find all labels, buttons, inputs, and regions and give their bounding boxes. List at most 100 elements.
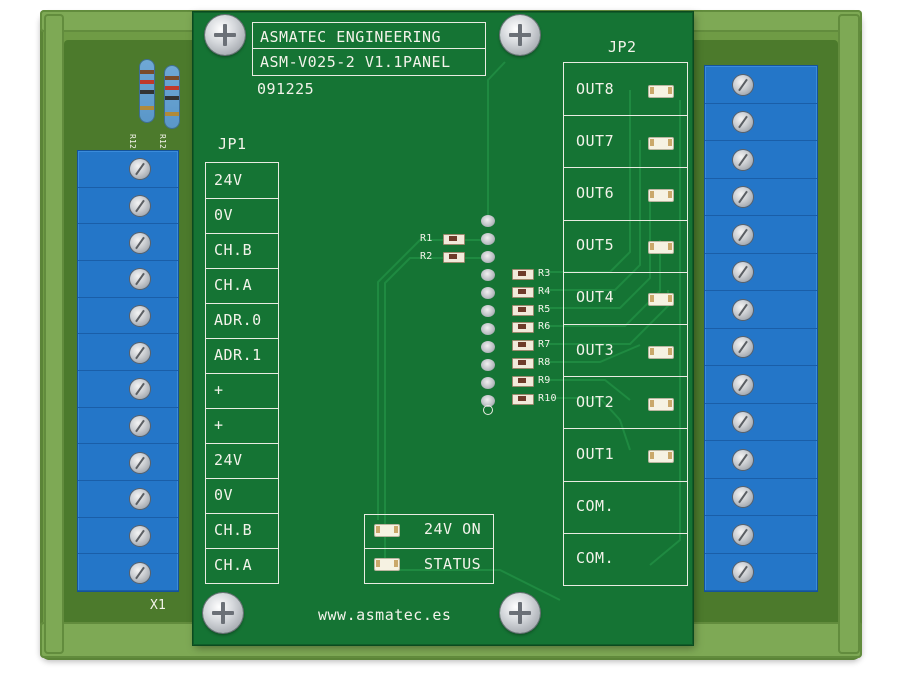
terminal-screw[interactable] <box>130 525 150 546</box>
axial-label-1: R12 <box>128 134 137 150</box>
jp2-pin-label: OUT4 <box>576 288 615 307</box>
jp1-row-divider <box>206 443 278 444</box>
terminal-screw[interactable] <box>733 224 753 245</box>
terminal-screw[interactable] <box>733 562 753 583</box>
jp2-pin-label: OUT2 <box>576 392 615 411</box>
pin-header-pin <box>481 395 495 407</box>
terminal-left-cell <box>78 371 178 408</box>
terminal-screw[interactable] <box>130 452 150 473</box>
terminal-screw[interactable] <box>733 299 753 320</box>
pin-header-pin <box>481 233 495 245</box>
terminal-screw[interactable] <box>733 112 753 133</box>
pin-header-pin <box>481 269 495 281</box>
terminal-right-cell <box>705 216 817 254</box>
terminal-screw[interactable] <box>733 149 753 170</box>
resistor-label: R7 <box>538 339 551 351</box>
resistor-label: R8 <box>538 357 551 368</box>
output-led <box>648 136 674 150</box>
jp1-row-divider <box>206 268 278 269</box>
terminal-screw[interactable] <box>130 415 150 436</box>
jp2-row-divider <box>564 115 687 117</box>
resistor-label: R10 <box>538 392 557 404</box>
terminal-right-cell <box>705 141 817 179</box>
smd-resistor <box>512 286 534 298</box>
pin-header-pin <box>481 287 495 299</box>
jp1-row-divider <box>206 303 278 304</box>
terminal-left-cell <box>78 518 178 555</box>
terminal-block-right <box>704 65 818 592</box>
output-led <box>648 397 674 411</box>
status-label-status: STATUS <box>424 555 482 573</box>
terminal-left-cell <box>78 554 178 591</box>
terminal-screw[interactable] <box>130 379 150 400</box>
terminal-screw[interactable] <box>733 449 753 470</box>
terminal-screw[interactable] <box>130 562 150 583</box>
header-box <box>252 22 486 76</box>
output-led <box>648 450 674 463</box>
terminal-screw[interactable] <box>733 337 753 358</box>
pin-header-pin <box>481 305 495 317</box>
pin-header-pin <box>481 215 495 227</box>
output-led <box>648 84 674 98</box>
jp2-row-divider <box>564 219 687 221</box>
jp2-row-divider <box>564 167 687 169</box>
terminal-label-x1: X1 <box>150 598 167 613</box>
output-led <box>648 241 674 255</box>
pin-header-pin <box>481 251 495 263</box>
terminal-left-cell <box>78 334 178 371</box>
jp2-row-divider <box>564 428 687 430</box>
jp1-row-divider <box>206 513 278 514</box>
axial-label-2: R12 <box>158 134 167 150</box>
smd-resistor <box>443 252 465 263</box>
terminal-screw[interactable] <box>130 232 150 253</box>
jp1-row-divider <box>206 338 278 339</box>
axial-resistor-1 <box>140 60 154 122</box>
terminal-left-cell <box>78 444 178 481</box>
resistor-label: R5 <box>538 303 551 315</box>
terminal-right-cell <box>705 254 817 291</box>
jp1-row-divider <box>206 548 278 549</box>
resistor-label: R2 <box>420 251 433 262</box>
right-rail <box>838 14 860 654</box>
jp2-pin-label: OUT5 <box>576 236 615 255</box>
terminal-screw[interactable] <box>130 269 150 290</box>
company-name: ASMATEC ENGINEERING <box>260 28 442 46</box>
terminal-screw[interactable] <box>130 342 150 363</box>
resistor-label: R4 <box>538 285 551 297</box>
jp2-row-divider <box>564 480 687 482</box>
terminal-screw[interactable] <box>733 187 753 208</box>
terminal-screw[interactable] <box>130 159 150 180</box>
terminal-right-cell <box>705 291 817 329</box>
smd-resistor <box>512 358 534 369</box>
board-model: ASM-V025-2 V1.1PANEL <box>260 53 451 71</box>
smd-resistor <box>512 393 534 405</box>
terminal-left-cell <box>78 224 178 261</box>
jp2-pin-label: OUT8 <box>576 79 615 98</box>
output-led <box>648 293 674 307</box>
terminal-right-cell <box>705 404 817 441</box>
terminal-right-cell <box>705 66 817 104</box>
jp1-label: JP1 <box>218 135 247 153</box>
terminal-screw[interactable] <box>733 487 753 508</box>
terminal-screw[interactable] <box>733 524 753 545</box>
terminal-screw[interactable] <box>733 412 753 433</box>
terminal-screw[interactable] <box>130 489 150 510</box>
axial-resistor-2 <box>165 66 179 128</box>
terminal-right-cell <box>705 479 817 516</box>
pin-header-pin <box>481 341 495 353</box>
terminal-screw[interactable] <box>733 374 753 395</box>
jp1-pin-label: + <box>214 416 224 434</box>
smd-resistor <box>512 269 534 280</box>
terminal-screw[interactable] <box>130 305 150 326</box>
jp2-pin-label: OUT6 <box>576 184 615 202</box>
jp1-pin-label: CH.A <box>214 556 253 574</box>
terminal-screw[interactable] <box>130 195 150 216</box>
terminal-screw[interactable] <box>733 262 753 283</box>
mount-screw-bottom-left <box>203 593 243 633</box>
terminal-left-cell <box>78 261 178 298</box>
terminal-screw[interactable] <box>733 74 753 95</box>
jp2-row-divider <box>564 376 687 378</box>
